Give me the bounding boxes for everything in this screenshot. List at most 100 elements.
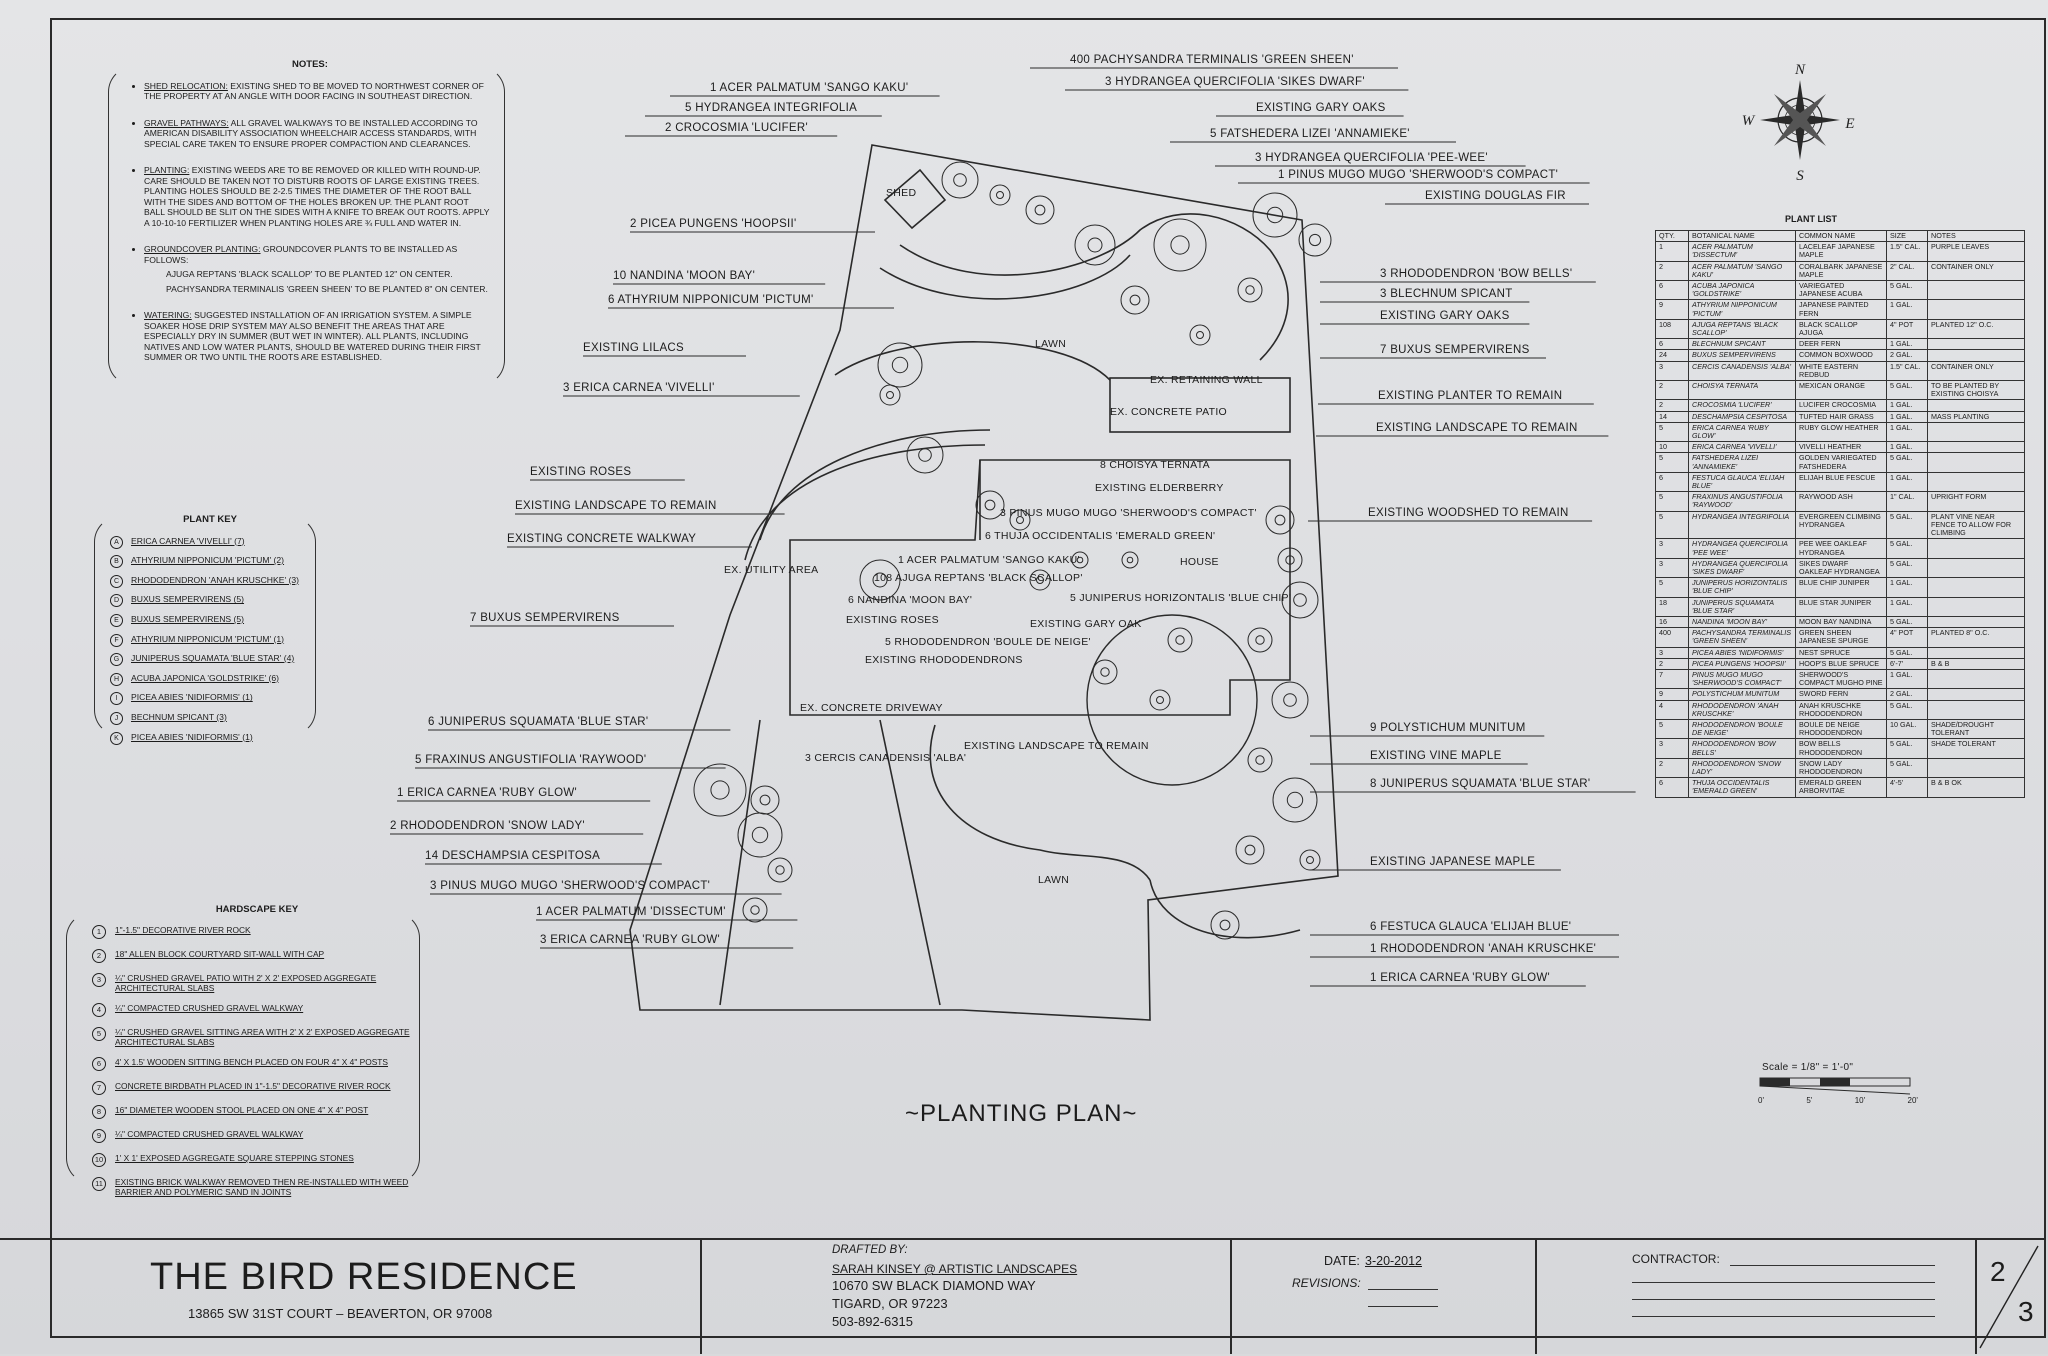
table-cell — [1927, 646, 2025, 659]
plant-symbol — [1120, 285, 1150, 315]
plant-symbol-center — [751, 826, 769, 844]
table-row: 16Nandina 'Moon Bay'Moon Bay Nandina5 Ga… — [1655, 615, 2025, 629]
table-cell: Emerald Green Arborvitae — [1795, 777, 1887, 798]
table-cell: Shade Tolerant — [1927, 738, 2025, 759]
table-cell: 7 — [1655, 668, 1689, 690]
plant-symbols — [693, 161, 1332, 940]
table-cell: Athyrium nipponicum 'Pictum' — [1688, 299, 1796, 320]
hardscape-key-symbol: 3 — [92, 973, 106, 987]
table-cell: Sikes Dwarf Oakleaf Hydrangea — [1795, 557, 1887, 579]
callout-right: 9 Polystichum munitum — [1370, 722, 1526, 734]
table-cell: 1 Gal. — [1886, 338, 1928, 351]
callout-inner: Existing Gary Oak — [1030, 618, 1142, 630]
plant-symbol — [1121, 551, 1139, 569]
plant-key-symbol: F — [110, 633, 123, 647]
hardscape-key-symbol: 5 — [92, 1027, 106, 1041]
table-row: 3Picea abies 'Nidiformis'Nest Spruce5 Ga… — [1655, 646, 2025, 659]
table-cell: Hoop's Blue Spruce — [1795, 657, 1887, 670]
compass-w: W — [1742, 113, 1756, 129]
table-cell: 24 — [1655, 349, 1689, 362]
plant-symbol — [1210, 910, 1240, 940]
table-cell: 9 — [1655, 299, 1689, 320]
plant-key-label: Acuba japonica 'Goldstrike' (6) — [131, 672, 279, 683]
note-text: Existing weeds are to be removed or kill… — [144, 165, 490, 228]
table-row: 10Erica carnea 'Vivelli'Vivelli Heather1… — [1655, 441, 2025, 454]
plant-key-item: IPicea abies 'Nidiformis' (1) — [110, 688, 310, 708]
callout-right: 6 Festuca glauca 'Elijah Blue' — [1370, 921, 1572, 933]
table-cell — [1927, 299, 2025, 320]
table-cell: Pinus mugo mugo 'Sherwood's Compact' — [1688, 668, 1796, 690]
callout-inner: Existing Landscape to Remain — [964, 740, 1149, 752]
hardscape-key-label: 16" Diameter Wooden Stool Placed on One … — [115, 1105, 369, 1115]
callout-right: 1 Rhododendron 'Anah Kruschke' — [1370, 943, 1597, 955]
table-cell — [1927, 349, 2025, 362]
note-key: GRAVEL PATHWAYS: — [144, 117, 229, 128]
table-cell: Acer palmatum 'Sango Kaku' — [1688, 260, 1796, 282]
table-cell: 1 Gal. — [1886, 299, 1928, 320]
plant-key-symbol: A — [110, 535, 123, 549]
table-row: 3Hydrangea quercifolia 'Sikes Dwarf'Sike… — [1655, 557, 2025, 579]
table-cell: Nest Spruce — [1795, 646, 1887, 659]
callout-inner: 108 Ajuga reptans 'Black Scallop' — [874, 572, 1083, 584]
hardscape-key-label: 18" Allen Block Courtyard Sit-Wall with … — [115, 949, 325, 959]
callout-top: 5 Hydrangea integrifolia — [685, 102, 858, 114]
plant-symbol — [742, 897, 768, 923]
table-cell: Festuca glauca 'Elijah Blue' — [1688, 471, 1796, 493]
callout-right: 8 Juniperus squamata 'Blue Star' — [1370, 778, 1591, 790]
gravel-walkway-upper — [899, 213, 1289, 361]
table-cell: Hydrangea integrifolia — [1688, 510, 1796, 540]
scale-bar — [1759, 1077, 1911, 1095]
plant-key-heading: PLANT KEY — [183, 514, 237, 525]
plant-list-col-header: Botanical Name — [1688, 229, 1796, 243]
plant-symbol-center — [1087, 237, 1103, 253]
plant-symbol-center — [1285, 555, 1295, 565]
table-row: 3Rhododendron 'Bow Bells'Bow Bells Rhodo… — [1655, 738, 2025, 759]
table-cell: 1 Gal. — [1886, 668, 1928, 690]
plant-symbol-center — [1255, 755, 1265, 765]
table-row: 6Acuba japonica 'Goldstrike'Variegated J… — [1655, 280, 2025, 301]
callout-left: 1 Acer palmatum 'Dissectum' — [536, 906, 726, 918]
lawn-edge-upper — [834, 341, 1111, 381]
table-cell: 1 Gal. — [1886, 596, 1928, 617]
plant-key-symbol: K — [110, 731, 123, 745]
table-cell: Lucifer Crocosmia — [1795, 399, 1887, 412]
plant-symbol-center — [750, 905, 760, 915]
scale-tick: 0' — [1758, 1096, 1764, 1105]
table-row: 2Rhododendron 'Snow Lady'Snow Lady Rhodo… — [1655, 757, 2025, 779]
table-cell: 5 Gal. — [1886, 646, 1928, 659]
callout-inner: 1 Acer palmatum 'Sango Kaku' — [898, 554, 1080, 566]
date-label: Date: — [1324, 1254, 1360, 1268]
table-cell: 5 Gal. — [1886, 738, 1928, 759]
plant-symbol-center — [1274, 514, 1286, 526]
callout-right: Existing Woodshed to Remain — [1368, 507, 1569, 519]
plant-symbol-center — [1129, 294, 1141, 306]
table-cell: 108 — [1655, 318, 1689, 340]
hardscape-key-symbol: 6 — [92, 1057, 106, 1071]
notes-panel: NOTES: SHED RELOCATION: Existing shed to… — [130, 59, 490, 379]
driveway-edge-2 — [879, 719, 941, 1006]
hardscape-key-item: 8 16" Diameter Wooden Stool Placed on One… — [92, 1105, 422, 1119]
hardscape-key-symbol: 8 — [92, 1105, 106, 1119]
table-cell: Moon Bay Nandina — [1795, 615, 1887, 629]
table-cell: Mass Planting — [1927, 410, 2025, 423]
callout-right: 3 Blechnum spicant — [1380, 288, 1513, 300]
callout-top: 2 Crocosmia 'Lucifer' — [665, 122, 808, 134]
callout-right: Existing Landscape to Remain — [1376, 422, 1578, 434]
table-cell: Acuba japonica 'Goldstrike' — [1688, 280, 1796, 301]
callout-left: Existing Lilacs — [583, 342, 685, 354]
plant-symbol — [737, 812, 783, 858]
callout-top: 5 Fatshedera lizei 'Annamieke' — [1210, 128, 1410, 140]
note-key: GROUNDCOVER PLANTING: — [144, 244, 261, 254]
plant-symbol — [1189, 324, 1211, 346]
table-cell: 5 Gal. — [1886, 280, 1928, 301]
callout-inner: Lawn — [1035, 338, 1067, 350]
plant-symbol — [1265, 505, 1295, 535]
callout-left: 3 Erica carnea 'Ruby Glow' — [540, 934, 721, 946]
table-cell: 16 — [1655, 615, 1689, 629]
callout-right: 3 Rhododendron 'Bow Bells' — [1380, 268, 1573, 280]
plant-symbol-center — [710, 780, 730, 800]
plant-symbol — [1272, 777, 1318, 823]
table-cell: 3 — [1655, 538, 1689, 559]
note-text: Suggested installation of an irrigation … — [144, 310, 481, 362]
